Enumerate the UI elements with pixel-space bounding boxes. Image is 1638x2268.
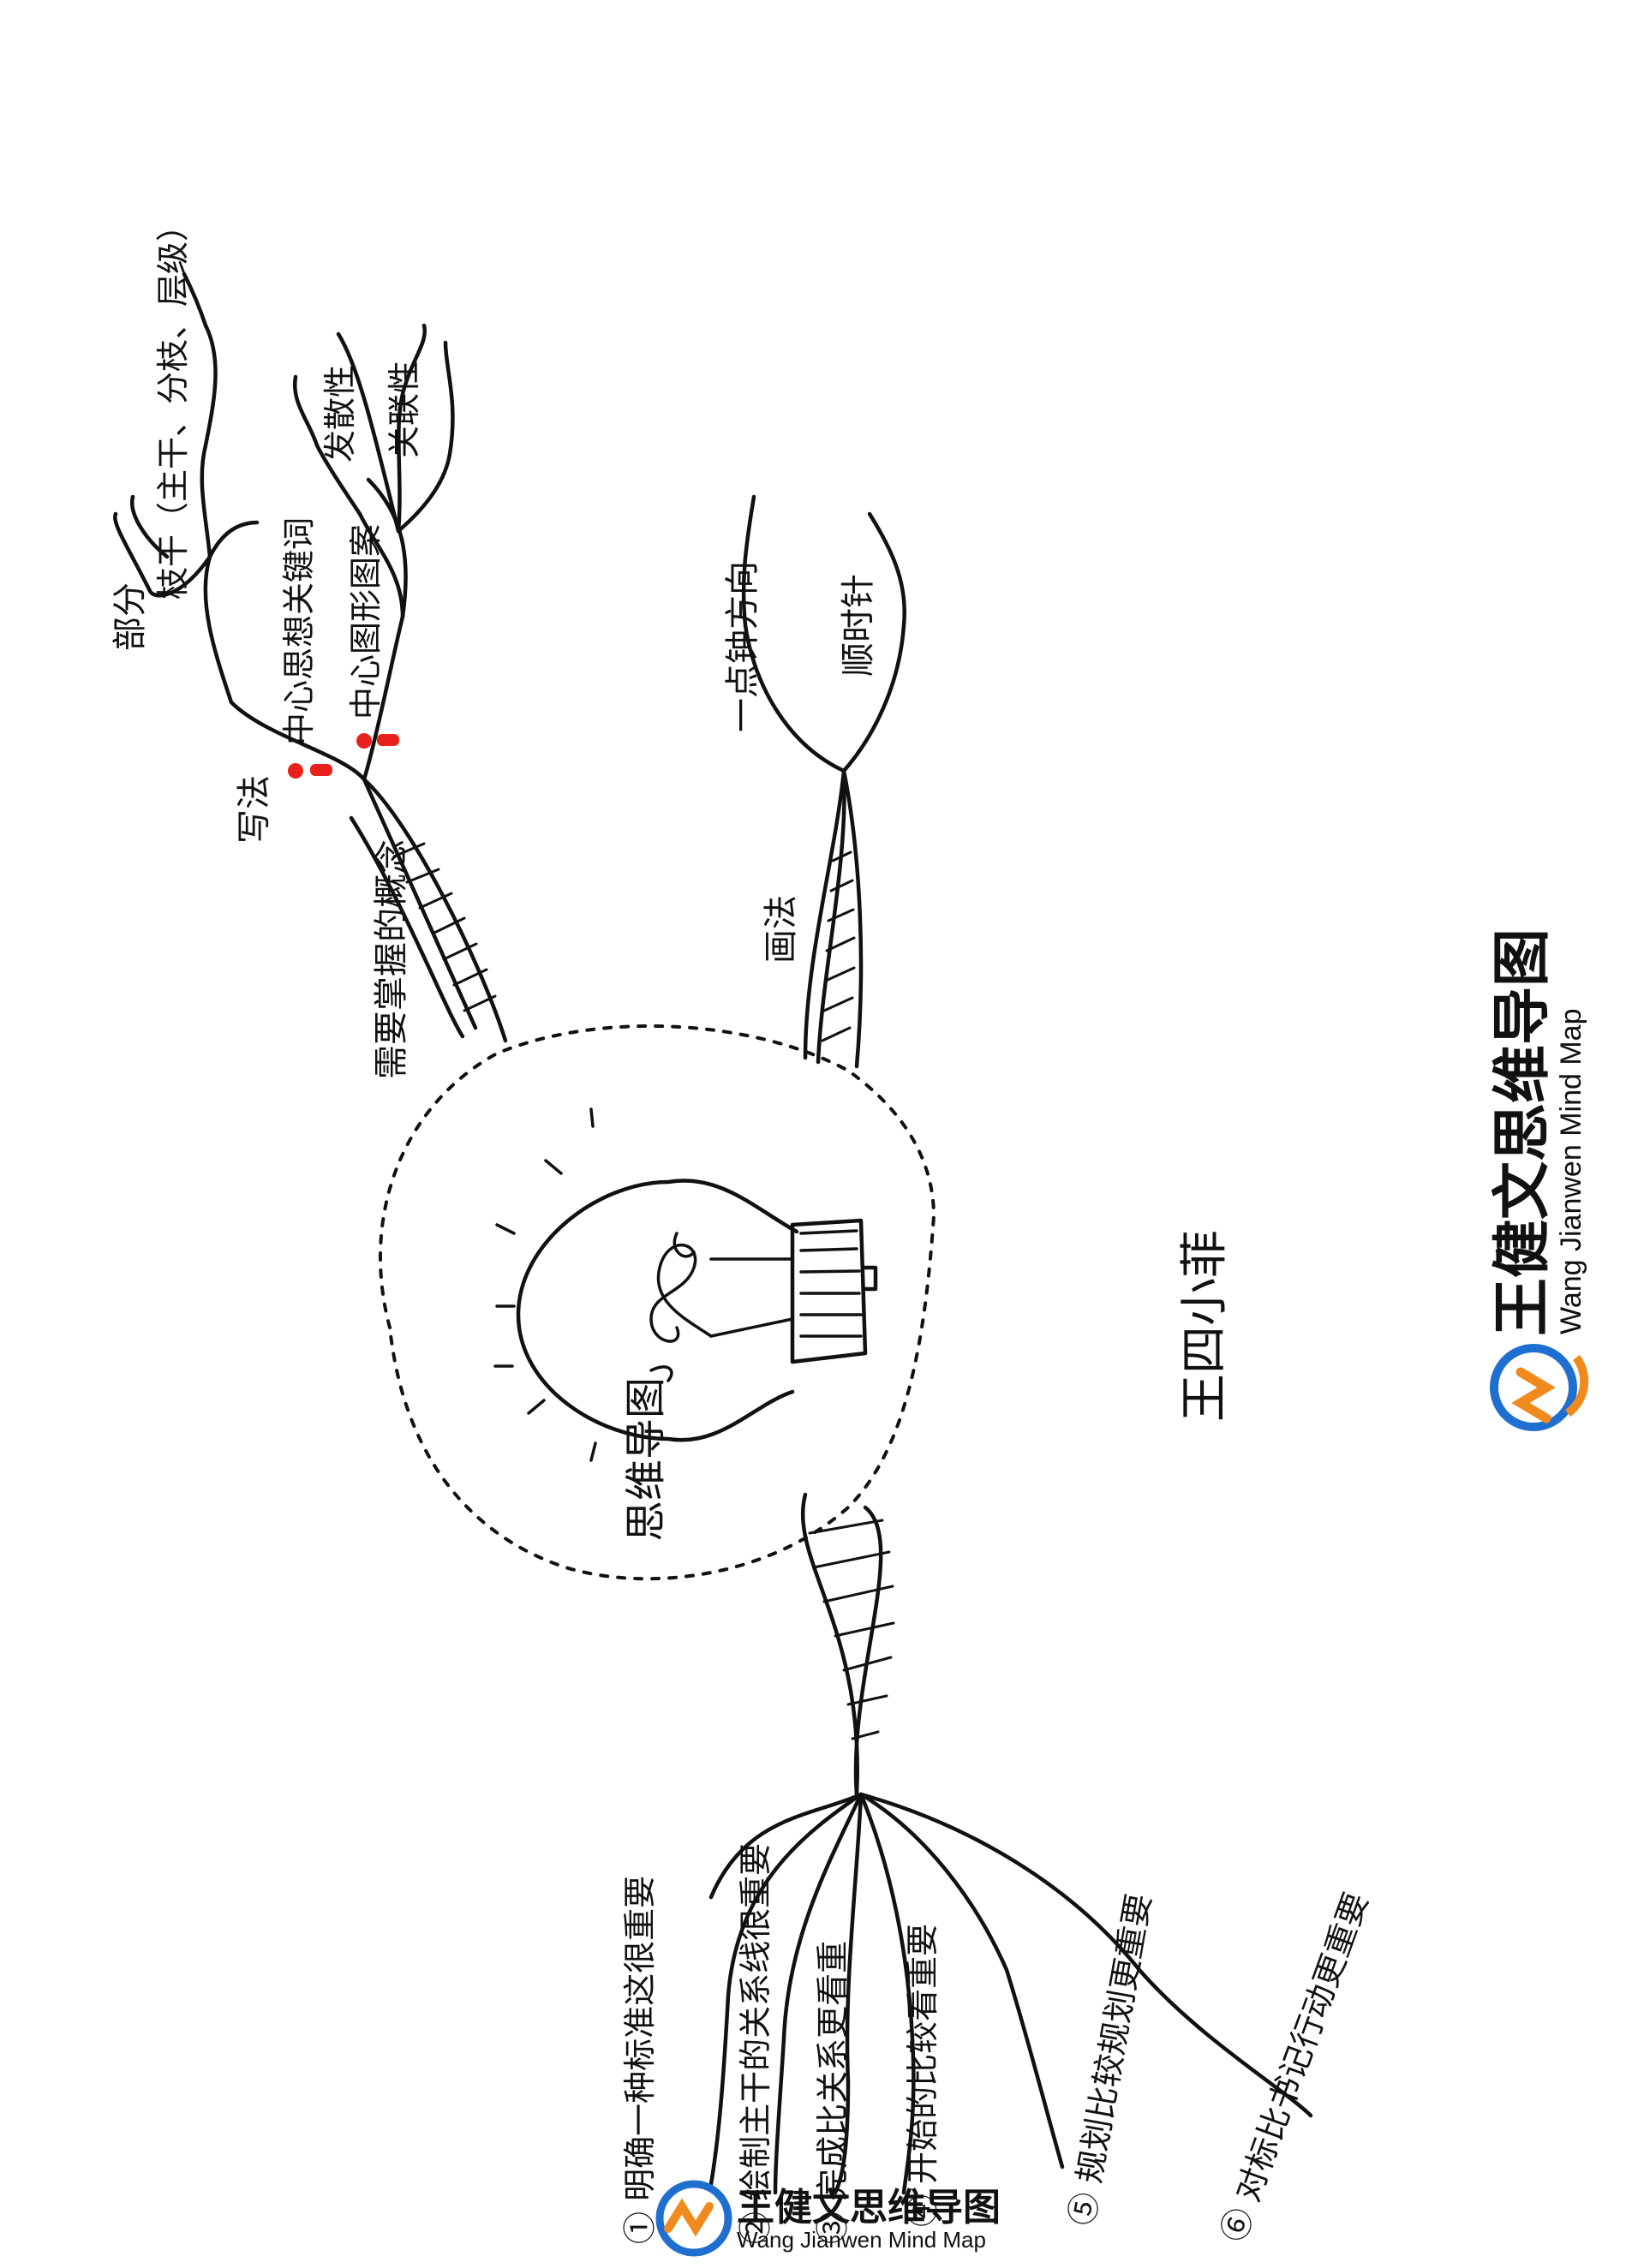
trait-1: 关联性 xyxy=(386,361,423,458)
step-item-5: ⑥ 对标比书记行动更重要 xyxy=(1214,1888,1375,2247)
logo-name: 王健文思维导图 xyxy=(1490,928,1555,1336)
central-bulb-icon xyxy=(379,1024,936,1581)
branch-steps: ① 明确一种标准这很重要 ② 绘制主干的关系线很重要 ③ 完成比关系更看重 ④ … xyxy=(621,1492,1376,2247)
branch-definition-label: 需要掌握的概念 xyxy=(372,839,411,1079)
logo-sub: Wang Jianwen Mind Map xyxy=(1555,1009,1587,1334)
highlight-dot-icon xyxy=(356,733,372,749)
central-topic-text: 思维导图 xyxy=(622,1377,670,1542)
step-item-2: ③ 完成比关系更看重 xyxy=(814,1941,852,2244)
branch-definition: 需要掌握的概念 写法 部分 枝干（主干、分枝、层级） 中心思想关键词 中心图形图… xyxy=(111,209,508,1079)
step-item-3: ④ 开始的比较看重要 xyxy=(904,1924,942,2227)
step-item-1: ② 绘制主干的关系线很重要 xyxy=(737,1843,774,2244)
brand-logo-bottom: 王健文思维导图 Wang Jianwen Mind Map xyxy=(655,2180,1001,2257)
parts-sub-label: 枝干（主干、分枝、层级） xyxy=(154,209,192,600)
logo-sub-bottom: Wang Jianwen Mind Map xyxy=(737,2227,986,2253)
central-label: 思维导图 xyxy=(622,1377,670,1542)
highlight-bar-icon xyxy=(377,734,399,746)
method-item-1: 顺时针 xyxy=(839,574,878,677)
highlight-bar-icon xyxy=(310,764,332,776)
method-item-0: 一点钟方向 xyxy=(723,561,762,732)
written-item-1: 中心图形图案 xyxy=(347,524,385,719)
parts-node-label: 部分 xyxy=(111,582,150,651)
trait-0: 发散性 xyxy=(321,365,359,463)
logo-mark-icon xyxy=(1490,1344,1589,1431)
step-item-4: ⑤ 规划比较规划更重要 xyxy=(1063,1891,1158,2229)
logo-mark-icon xyxy=(655,2180,732,2257)
written-node-label: 写法 xyxy=(235,775,274,844)
brand-logo: 王健文思维导图 Wang Jianwen Mind Map xyxy=(1490,928,1589,1431)
signature-text: 王四小菲 xyxy=(1177,1230,1233,1422)
step-item-0: ① 明确一种标准这很重要 xyxy=(621,1876,659,2244)
branch-method-label: 画法 xyxy=(762,895,801,964)
written-item-0: 中心思想关键词 xyxy=(280,517,318,745)
logo-name-bottom: 王健文思维导图 xyxy=(737,2187,1001,2229)
branch-method: 画法 一点钟方向 顺时针 xyxy=(723,494,906,1069)
highlight-dot-icon xyxy=(288,763,303,779)
